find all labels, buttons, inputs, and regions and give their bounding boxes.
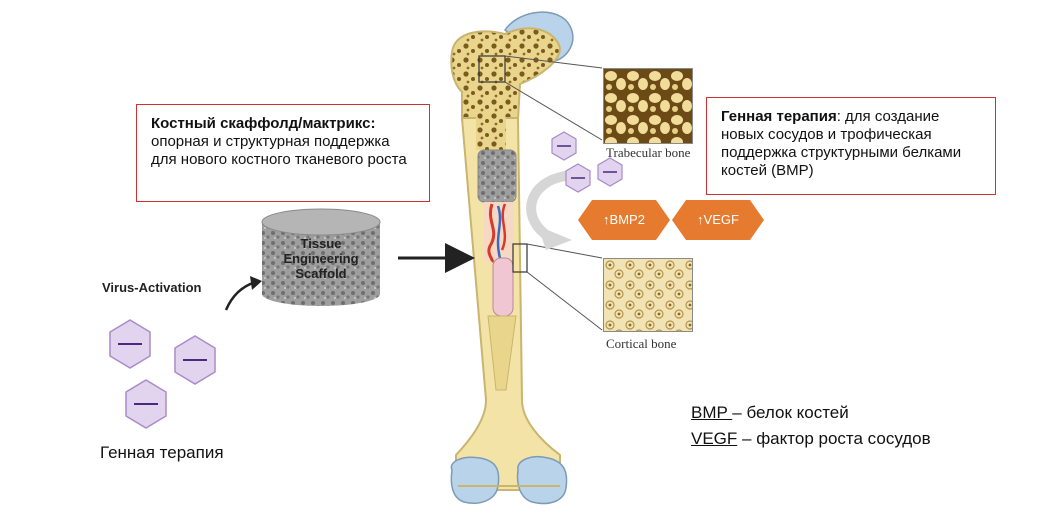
tag-vegf: ↑VEGF — [672, 200, 764, 240]
scaffold-info-box: Костный скаффолд/мактрикс: опорная и стр… — [136, 104, 430, 202]
scaffold-info-text: опорная и структурная поддержка для ново… — [151, 133, 407, 168]
scaffold-label-line-3: Scaffold — [295, 266, 347, 281]
scaffold-cylinder — [261, 208, 381, 306]
scaffold-label-line-2: Engineering — [283, 251, 359, 266]
legend-bmp-abbr: BMP — [691, 403, 733, 422]
gene-therapy-caption: Генная терапия — [100, 443, 224, 462]
gene-info-text: : для создание новых сосудов и трофическ… — [721, 108, 962, 179]
tag-bmp2: ↑BMP2 — [578, 200, 670, 240]
virus-icons-left — [109, 319, 216, 429]
gene-info-title: Генная терапия — [721, 108, 837, 125]
trabecular-bone-label: Trabecular bone — [606, 145, 691, 160]
legend-vegf: VEGF – фактор роста сосудов — [691, 429, 931, 449]
gene-info-box: Генная терапия: для создание новых сосуд… — [706, 97, 996, 195]
femur — [450, 11, 574, 505]
legend-vegf-text: – фактор роста сосудов — [737, 429, 931, 448]
scaffold-label: Tissue Engineering Scaffold — [262, 236, 380, 281]
cortical-bone-label: Cortical bone — [606, 336, 677, 351]
legend-bmp-text: – белок костей — [732, 403, 849, 422]
cortical-bone-image — [603, 258, 693, 332]
trabecular-bone-image — [603, 68, 693, 144]
scaffold-label-line-1: Tissue — [300, 236, 342, 251]
legend-bmp: BMP – белок костей — [691, 403, 849, 423]
scaffold-info-title: Костный скаффолд/мактрикс: — [151, 115, 376, 132]
legend-vegf-abbr: VEGF — [691, 429, 738, 448]
virus-activation-label: Virus-Activation — [102, 280, 202, 295]
